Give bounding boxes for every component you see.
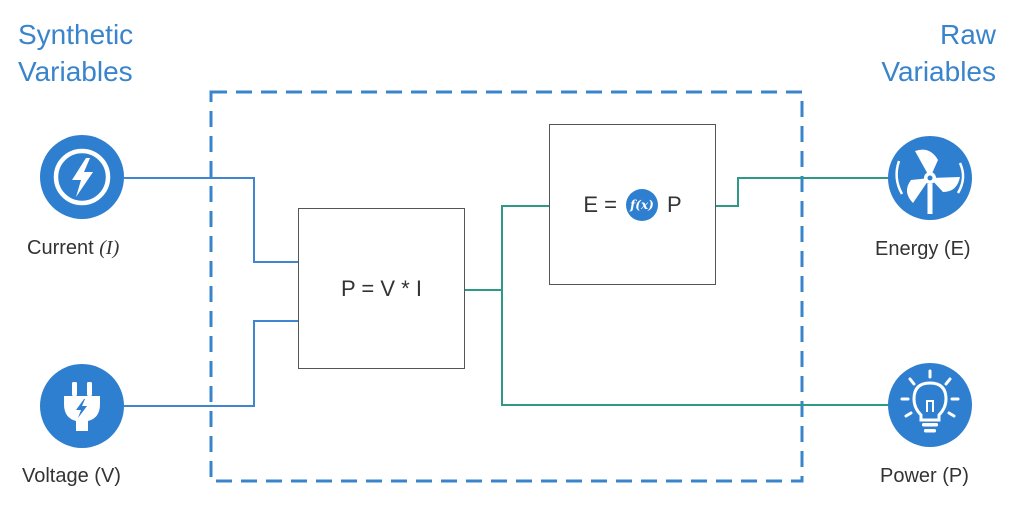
function-icon: f(x): [625, 188, 658, 221]
energy-formula-left: E =: [583, 191, 617, 217]
current-to-power-formula-link: [124, 177, 298, 263]
heading-line: Variables: [881, 56, 996, 87]
current-label: Current (I): [27, 236, 119, 260]
energy-formula-to-energy-link: [716, 177, 891, 207]
energy-label: Energy (E): [875, 238, 971, 260]
power-formula-text: P = V * I: [341, 275, 422, 301]
heading-line: Variables: [18, 56, 133, 87]
power-formula-box: P = V * I: [298, 208, 465, 369]
wind-turbine-icon: [888, 136, 972, 220]
light-bulb-icon: [888, 363, 972, 447]
raw-variables-heading: Raw Variables: [881, 16, 996, 90]
heading-line: Synthetic: [18, 19, 134, 50]
heading-line: Raw: [939, 19, 996, 50]
power-formula-to-energy-formula-link: [465, 205, 549, 291]
voltage-label: Voltage (V): [22, 465, 121, 487]
energy-formula-box: E = f(x) P: [549, 124, 716, 285]
power-formula-to-power-link: [501, 290, 891, 406]
current-label-text: Current: [27, 237, 94, 259]
energy-formula-right: P: [666, 191, 682, 217]
function-label: f(x): [630, 197, 654, 212]
current-symbol: (I): [99, 237, 120, 259]
voltage-to-power-formula-link: [124, 320, 298, 407]
lightning-bolt-icon: [40, 135, 124, 219]
dashed-group-boundary: [209, 90, 804, 483]
power-plug-icon: [40, 364, 124, 448]
power-label: Power (P): [880, 465, 969, 487]
synthetic-variables-heading: Synthetic Variables: [18, 16, 133, 90]
